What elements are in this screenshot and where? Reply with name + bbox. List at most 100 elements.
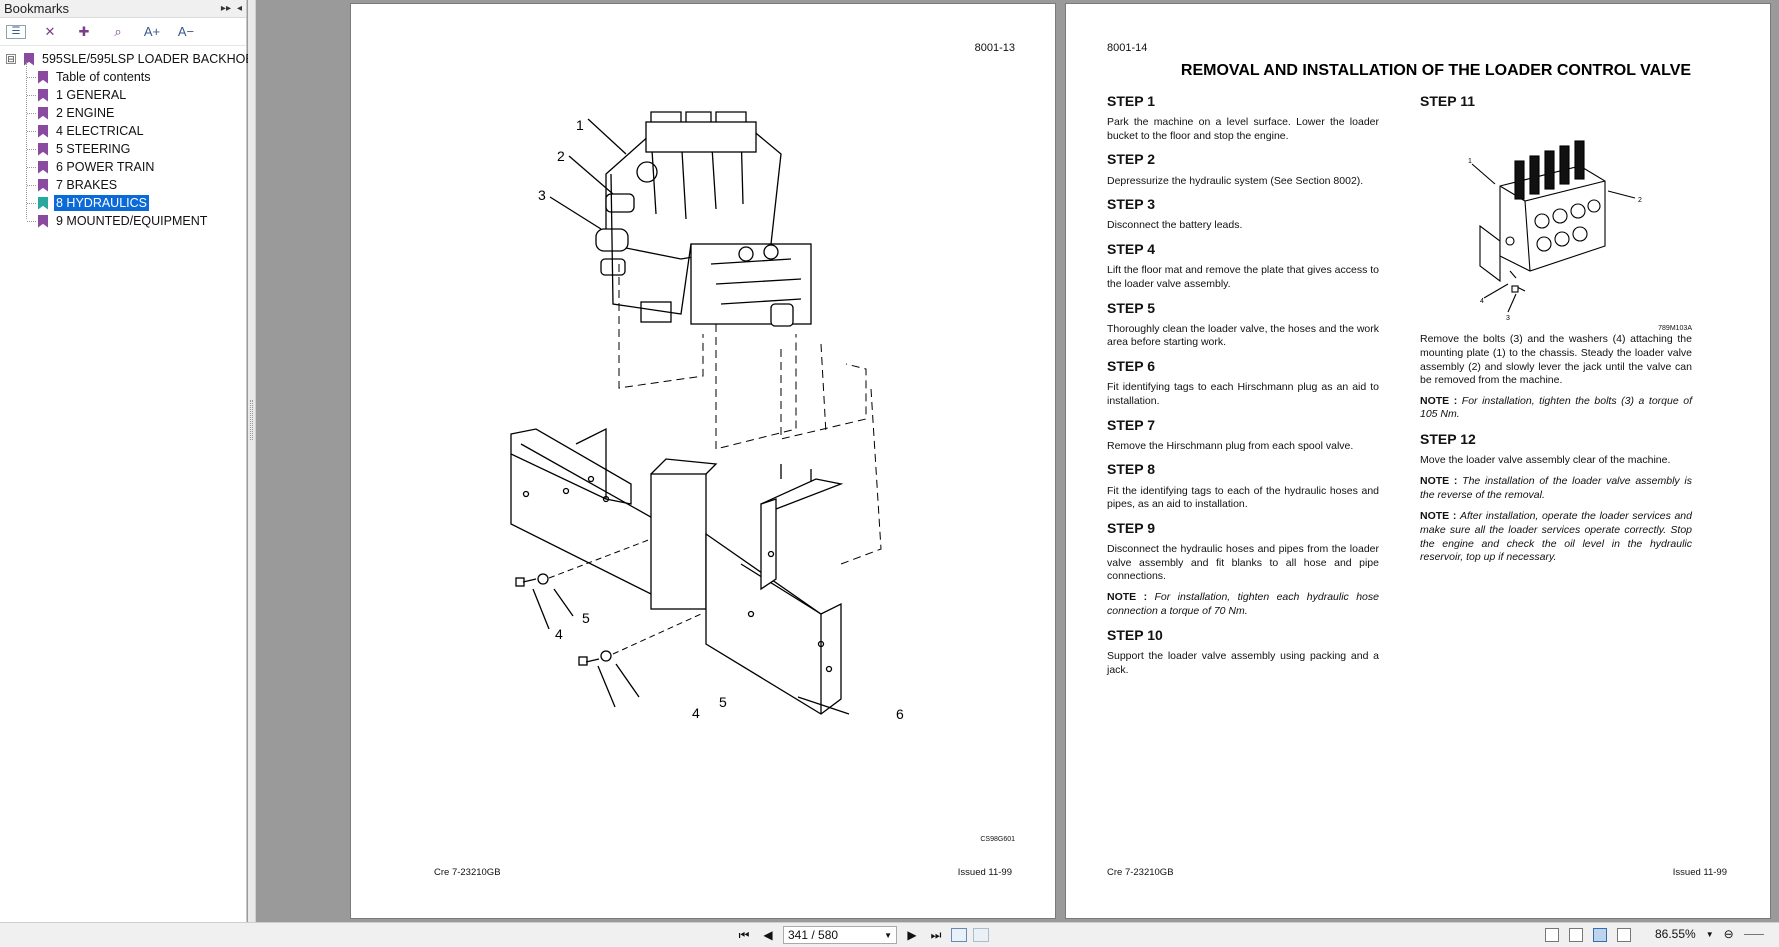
bookmarks-title: Bookmarks bbox=[4, 1, 70, 16]
find-bookmark-icon[interactable]: ⌕ bbox=[114, 23, 122, 39]
status-bar: ⏮ ◀ 341 / 580 ▼ ▶ ⏭ 86.55% ▼ ⊖ bbox=[0, 922, 1779, 947]
footer-right: Issued 11-99 bbox=[957, 867, 1012, 878]
collapse-panel-icon[interactable]: ◂ bbox=[236, 3, 242, 14]
bookmark-item-engine[interactable]: 2 ENGINE bbox=[0, 104, 246, 122]
footer-left: Cre 7-23210GB bbox=[1107, 867, 1174, 878]
callout-4: 4 bbox=[555, 626, 563, 642]
panel-splitter[interactable] bbox=[248, 0, 256, 922]
callout-1: 1 bbox=[1468, 158, 1472, 165]
bookmark-item-mounted-equipment[interactable]: 9 MOUNTED/EQUIPMENT bbox=[0, 212, 246, 230]
step-12-text: Move the loader valve assembly clear of … bbox=[1420, 454, 1671, 467]
callout-1: 1 bbox=[576, 117, 584, 133]
page-code: 8001-14 bbox=[1107, 42, 1148, 54]
note-step-9: NOTE : For installation, tighten each hy… bbox=[1107, 590, 1379, 617]
continuous-facing-view-icon[interactable] bbox=[1617, 928, 1631, 942]
continuous-view-icon[interactable] bbox=[1569, 928, 1583, 942]
zoom-slider[interactable] bbox=[1743, 933, 1764, 935]
bookmark-root-label: 595SLE/595LSP LOADER BACKHOE bbox=[42, 52, 254, 66]
callout-4: 4 bbox=[1480, 298, 1484, 305]
delete-bookmark-icon[interactable]: ✕ bbox=[44, 23, 56, 39]
next-page-icon[interactable]: ▶ bbox=[907, 928, 917, 942]
bookmark-item-brakes[interactable]: 7 BRAKES bbox=[0, 176, 246, 194]
expand-panel-icon[interactable]: ▸▸ bbox=[220, 3, 231, 14]
bookmark-icon bbox=[38, 88, 48, 102]
bookmark-label: 2 ENGINE bbox=[56, 106, 115, 120]
step-12-heading: STEP 12 bbox=[1420, 431, 1476, 448]
callout-6: 6 bbox=[896, 706, 904, 722]
callout-3: 3 bbox=[1506, 315, 1510, 322]
bookmark-icon bbox=[38, 160, 48, 174]
bookmark-item-electrical[interactable]: 4 ELECTRICAL bbox=[0, 122, 246, 140]
document-page-left: 8001-13 bbox=[350, 3, 1056, 919]
bookmark-item-hydraulics[interactable]: 8 HYDRAULICS bbox=[0, 194, 246, 212]
zoom-control: 86.55% ▼ ⊖ bbox=[1655, 927, 1764, 941]
first-page-icon[interactable]: ⏮ bbox=[738, 927, 750, 942]
steps-column-right: STEP 11 1 2 4 bbox=[1420, 92, 1692, 573]
bookmark-label: 8 HYDRAULICS bbox=[54, 195, 149, 211]
zoom-level[interactable]: 86.55% bbox=[1655, 927, 1696, 941]
previous-page-icon[interactable]: ◀ bbox=[763, 928, 773, 942]
bookmark-icon bbox=[38, 178, 48, 192]
bookmark-label: 7 BRAKES bbox=[56, 178, 118, 192]
bookmark-icon bbox=[24, 52, 34, 66]
font-increase-button[interactable]: A+ bbox=[143, 24, 161, 39]
callout-4: 4 bbox=[692, 705, 700, 721]
bookmark-label: 6 POWER TRAIN bbox=[56, 160, 155, 174]
single-page-view-icon[interactable] bbox=[1545, 928, 1559, 942]
bookmark-icon bbox=[38, 214, 48, 228]
callout-2: 2 bbox=[1638, 197, 1642, 204]
collapse-node-icon[interactable]: ⊟ bbox=[6, 54, 16, 64]
expand-all-icon[interactable]: ☰ bbox=[6, 24, 26, 39]
bookmark-root[interactable]: ⊟ 595SLE/595LSP LOADER BACKHOE bbox=[0, 50, 254, 68]
bookmark-label: 1 GENERAL bbox=[56, 88, 127, 102]
facing-view-icon[interactable] bbox=[1593, 928, 1607, 942]
add-bookmark-icon[interactable]: ✚ bbox=[78, 23, 90, 39]
page-navigation: ⏮ ◀ 341 / 580 ▼ ▶ ⏭ bbox=[735, 926, 989, 944]
callout-3: 3 bbox=[538, 187, 546, 203]
bookmarks-toolbar: ☰ ✕ ✚ ⌕ A+ A− bbox=[0, 18, 246, 46]
chevron-down-icon[interactable]: ▼ bbox=[1705, 929, 1714, 939]
bookmarks-panel: Bookmarks ▸▸ ◂ ☰ ✕ ✚ ⌕ A+ A− ⊟ 595SLE/59… bbox=[0, 0, 254, 922]
previous-view-icon[interactable] bbox=[951, 928, 967, 942]
loader-valve-exploded-diagram: 1 2 3 4 5 6 4 5 bbox=[510, 111, 904, 722]
bookmark-item-general[interactable]: 1 GENERAL bbox=[0, 86, 246, 104]
last-page-icon[interactable]: ⏭ bbox=[930, 927, 942, 942]
bookmark-icon bbox=[38, 106, 48, 120]
footer-right: Issued 11-99 bbox=[1672, 867, 1727, 878]
chevron-down-icon[interactable]: ▼ bbox=[884, 930, 892, 940]
font-decrease-button[interactable]: A− bbox=[177, 24, 195, 39]
document-page-right: 8001-14 REMOVAL AND INSTALLATION OF THE … bbox=[1065, 3, 1771, 919]
zoom-out-icon[interactable]: ⊖ bbox=[1723, 927, 1734, 941]
footer-left: Cre 7-23210GB bbox=[434, 867, 501, 878]
bookmark-icon bbox=[38, 124, 48, 138]
page-number-value: 341 / 580 bbox=[788, 928, 839, 942]
bookmark-tree: ⊟ 595SLE/595LSP LOADER BACKHOE Table of … bbox=[0, 46, 254, 230]
bookmark-label: 4 ELECTRICAL bbox=[56, 124, 144, 138]
bookmark-item-steering[interactable]: 5 STEERING bbox=[0, 140, 246, 158]
bookmark-item-toc[interactable]: Table of contents bbox=[0, 68, 246, 86]
callout-5: 5 bbox=[719, 694, 727, 710]
callout-5: 5 bbox=[582, 610, 590, 626]
bookmark-label: Table of contents bbox=[56, 70, 151, 84]
next-view-icon[interactable] bbox=[973, 928, 989, 942]
bookmark-label: 9 MOUNTED/EQUIPMENT bbox=[56, 214, 208, 228]
note-after-install: NOTE : After installation, operate the l… bbox=[1420, 510, 1692, 564]
note-reverse: NOTE : The installation of the loader va… bbox=[1420, 474, 1692, 501]
page-title: REMOVAL AND INSTALLATION OF THE LOADER C… bbox=[1180, 62, 1692, 79]
step-11-text: Remove the bolts (3) and the washers (4)… bbox=[1420, 333, 1692, 387]
page-code: 8001-13 bbox=[974, 42, 1015, 54]
callout-2: 2 bbox=[557, 148, 565, 164]
bookmark-icon bbox=[38, 196, 48, 210]
figure-code: 789M103A bbox=[1658, 325, 1692, 333]
bookmarks-header: Bookmarks ▸▸ ◂ bbox=[0, 0, 246, 18]
page-number-field[interactable]: 341 / 580 ▼ bbox=[783, 926, 897, 944]
bookmark-item-power-train[interactable]: 6 POWER TRAIN bbox=[0, 158, 246, 176]
